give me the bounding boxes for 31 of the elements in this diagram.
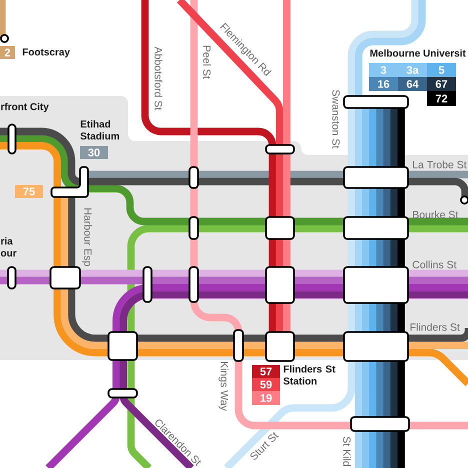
route-badge: 72 [427, 91, 456, 106]
node-label: 3a [406, 66, 419, 74]
route-badge: 75 [15, 185, 43, 198]
street-name: Peel St [203, 46, 211, 79]
street-name: St Kild [343, 436, 351, 466]
route-badge: 3 [369, 63, 398, 77]
route-badge: 16 [369, 77, 398, 91]
street-name: Swanston St [332, 90, 340, 148]
station-name: Flinders St Station [283, 365, 336, 385]
route-badge: 57 [252, 365, 280, 378]
route-badge: 2 [0, 46, 15, 59]
street-name: Bourke St [413, 210, 458, 218]
route-badge: 5 [427, 63, 456, 77]
route-badge: 67 [427, 77, 456, 91]
route-badge: 59 [252, 378, 280, 391]
station-name: Melbourne Universit [370, 49, 466, 57]
route-badge: 64 [398, 77, 427, 91]
route-badge: 19 [252, 391, 280, 405]
station-name: rfront City [1, 102, 49, 112]
station-name: ria our [0, 237, 16, 257]
street-name: Kings Way [218, 362, 228, 411]
street-name: Abbotsford St [154, 46, 162, 110]
street-name: Collins St [412, 260, 456, 268]
street-name: Harbour Esp [82, 208, 92, 266]
station-name: Etihad Stadium [80, 120, 120, 140]
node-label: 3 [380, 66, 386, 74]
station-name: Footscray [22, 48, 70, 58]
route-badge: 3a [398, 63, 427, 77]
street-name: Flinders St [410, 323, 460, 331]
street-name: La Trobe St [413, 160, 467, 168]
route-badge: 30 [80, 146, 108, 159]
